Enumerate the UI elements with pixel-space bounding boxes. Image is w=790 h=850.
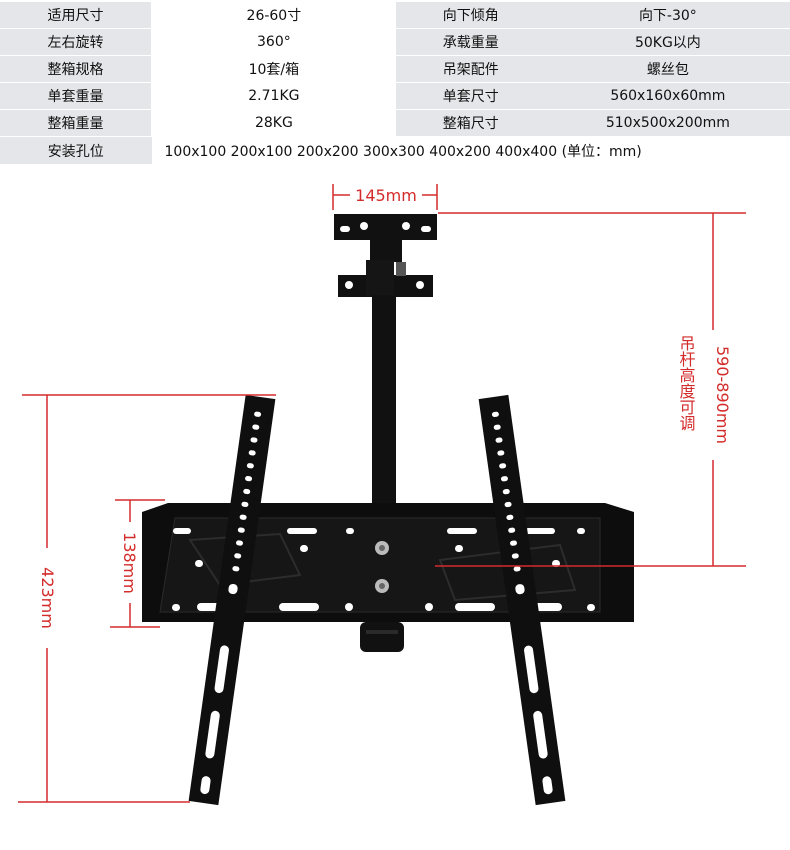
spec-key: 适用尺寸 [0,2,152,29]
spec-value: 360° [150,28,396,56]
dim-total-height: 423mm [38,567,57,629]
spec-value: 2.71KG [150,82,396,110]
dim-pole-height: 590-890mm [713,346,732,444]
spec-key: 整箱尺寸 [395,109,546,137]
spec-row: 整箱重量 28KG 整箱尺寸 510x500x200mm [0,109,790,137]
spec-key: 向下倾角 [395,2,546,29]
spec-value: 50KG以内 [545,28,790,56]
spec-key: 左右旋转 [0,28,152,56]
spec-value: 510x500x200mm [545,109,790,137]
tray [142,503,634,622]
spec-value-holes: 100x100 200x100 200x200 300x300 400x200 … [151,136,790,165]
left-arm [188,394,276,806]
dim-pole-note: 吊杆高度可调 [677,335,696,432]
spec-table: 适用尺寸 26-60寸 向下倾角 向下-30° 左右旋转 360° 承载重量 5… [0,2,790,165]
spec-row: 整箱规格 10套/箱 吊架配件 螺丝包 [0,55,790,83]
spec-key: 单套重量 [0,82,152,110]
right-arm [478,394,566,806]
spec-key: 承载重量 [395,28,546,56]
spec-key: 整箱重量 [0,109,152,137]
ceiling-plate [334,214,437,262]
dim-tray-height: 138mm [120,532,139,594]
dim-top-width: 145mm [355,186,417,205]
spec-row: 适用尺寸 26-60寸 向下倾角 向下-30° [0,2,790,29]
dimension-lines [18,184,746,803]
spec-value: 螺丝包 [545,55,790,83]
pole [372,295,396,507]
spec-value: 560x160x60mm [545,82,790,110]
spec-key: 安装孔位 [0,136,152,165]
spec-value: 10套/箱 [150,55,396,83]
spec-row: 单套重量 2.71KG 单套尺寸 560x160x60mm [0,82,790,110]
spec-value: 26-60寸 [150,2,396,29]
spec-value: 向下-30° [545,2,790,29]
spec-key: 吊架配件 [395,55,546,83]
spec-key: 整箱规格 [0,55,152,83]
spec-row: 左右旋转 360° 承载重量 50KG以内 [0,28,790,56]
spec-value: 28KG [150,109,396,137]
spec-key: 单套尺寸 [395,82,546,110]
bracket-diagram: 145mm 590-890mm 吊杆高度可调 423mm 138mm [18,184,746,806]
tilt-knob [360,622,404,652]
spec-row-holes: 安装孔位 100x100 200x100 200x200 300x300 400… [0,136,790,165]
pole-clamp [338,260,433,297]
